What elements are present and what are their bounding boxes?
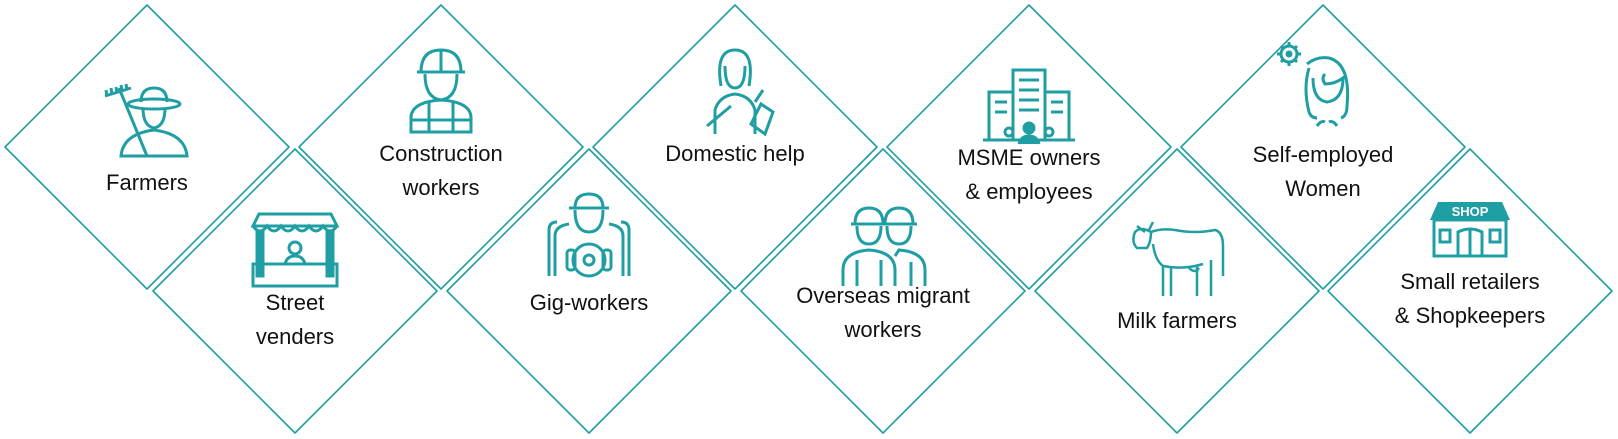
label-line: & Shopkeepers	[1394, 303, 1546, 328]
woman-gear-icon	[1273, 40, 1373, 130]
diamond-tile	[446, 148, 732, 434]
category-label: Construction workers	[298, 137, 584, 205]
label-line: Street	[265, 290, 325, 315]
diamond-tile	[152, 148, 438, 434]
category-label: Gig-workers	[446, 286, 732, 320]
category-label: Overseas migrant workers	[740, 279, 1026, 347]
farmer-icon	[97, 78, 197, 168]
label-line: MSME owners	[957, 145, 1101, 170]
category-label: Small retailers & Shopkeepers	[1327, 265, 1613, 333]
label-line: Small retailers	[1400, 269, 1540, 294]
diamond-tile	[298, 4, 584, 290]
diamond-tile	[1180, 4, 1466, 290]
domestic-helper-icon	[685, 46, 785, 137]
diamond-tile	[1034, 148, 1320, 434]
label-line: workers	[402, 175, 480, 200]
label-line: venders	[255, 324, 335, 349]
svg-text:SHOP: SHOP	[1452, 204, 1489, 219]
street-stall-icon	[245, 210, 345, 300]
label-line: & employees	[965, 179, 1093, 204]
shop-icon: SHOP	[1420, 198, 1520, 288]
diamond-tile	[592, 4, 878, 290]
label-line: Women	[1285, 176, 1361, 201]
diamond-tile	[4, 4, 290, 290]
label-line: workers	[844, 317, 922, 342]
label-line: Overseas migrant	[796, 283, 970, 308]
label-line: Construction	[379, 141, 503, 166]
category-label: Farmers	[4, 166, 290, 200]
migrant-workers-icon	[833, 200, 933, 290]
diamond-tile	[1327, 148, 1613, 434]
label-line: Gig-workers	[529, 290, 649, 315]
construction-worker-icon	[391, 44, 491, 134]
label-line: Farmers	[106, 170, 188, 195]
category-label: Milk farmers	[1034, 304, 1320, 338]
category-label: Domestic help	[592, 137, 878, 171]
driver-icon	[539, 190, 639, 280]
label-line: Domestic help	[665, 141, 805, 166]
label-line: Milk farmers	[1117, 308, 1237, 333]
cow-icon	[1127, 210, 1227, 300]
office-building-icon	[979, 66, 1079, 156]
category-label: Street venders	[152, 286, 438, 354]
diamond-tile	[740, 148, 1026, 434]
diamond-tile	[886, 4, 1172, 290]
label-line: Self-employed	[1252, 142, 1394, 167]
category-label: MSME owners & employees	[886, 141, 1172, 209]
